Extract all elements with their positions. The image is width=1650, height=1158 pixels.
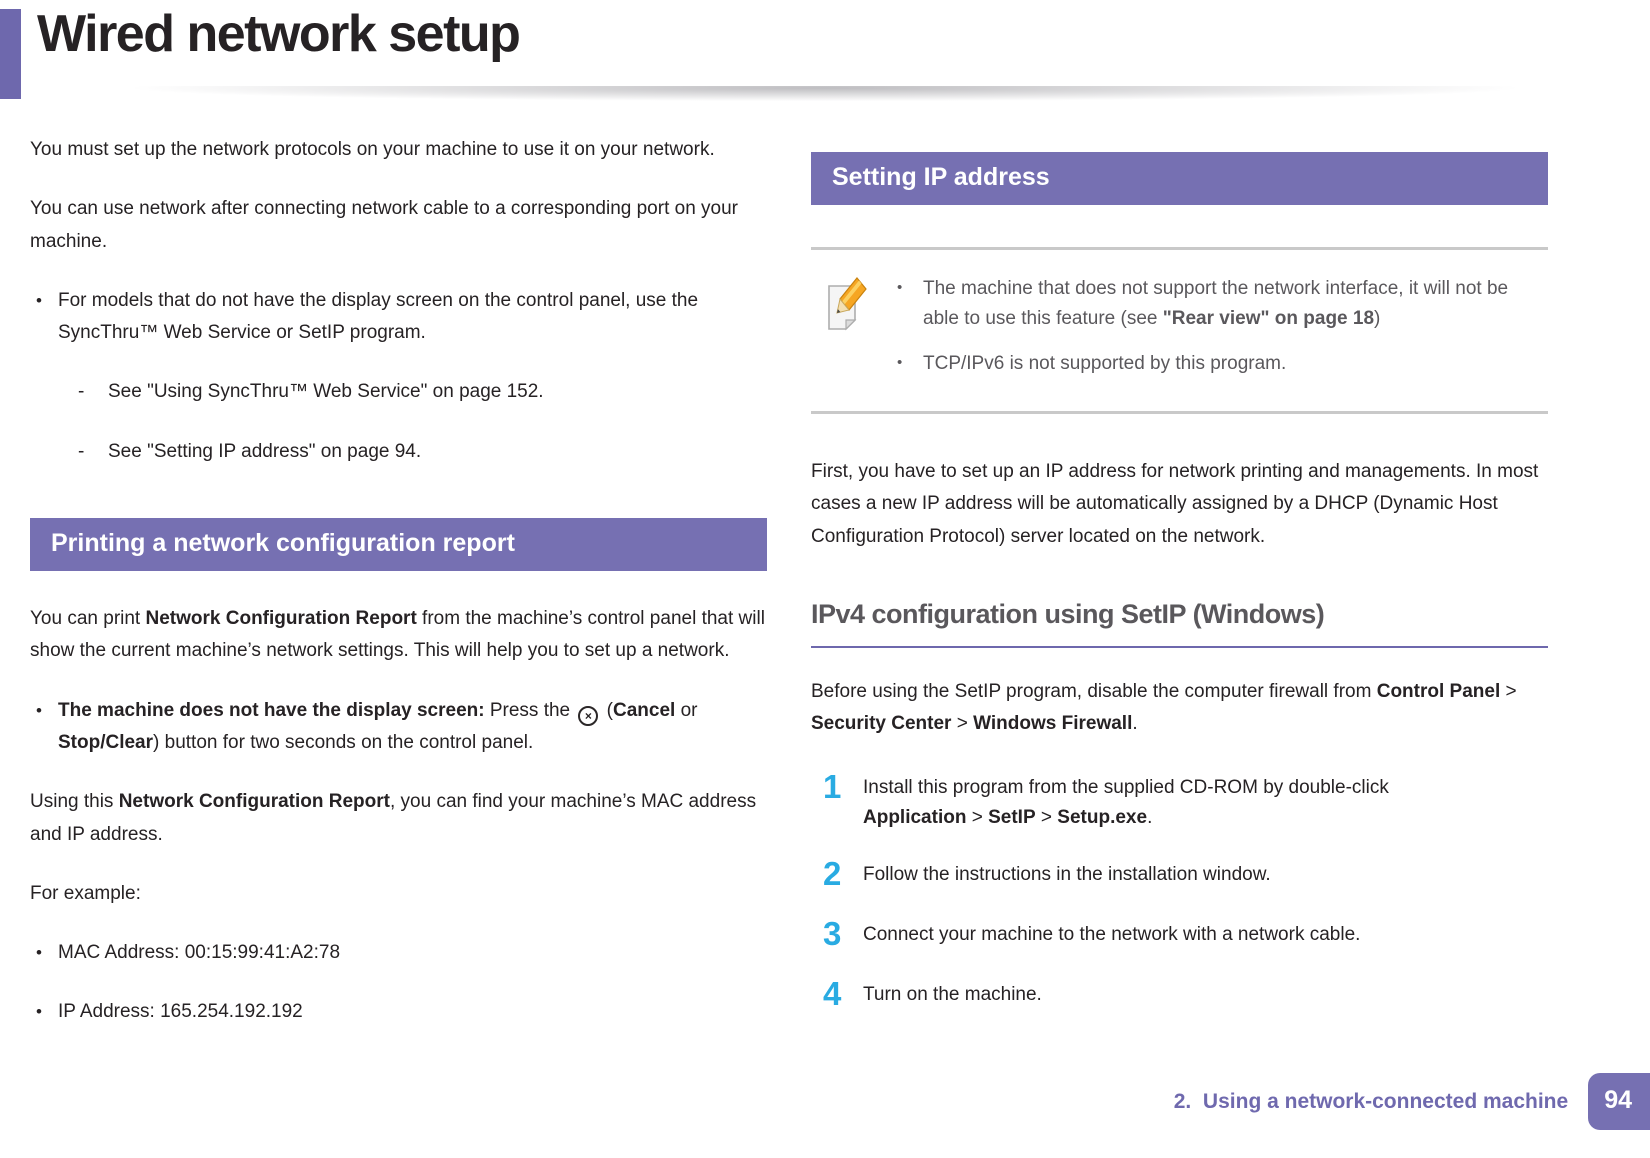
- paragraph-intro-1: You must set up the network protocols on…: [30, 139, 715, 160]
- bullet-item-mac: • MAC Address: 00:15:99:41:A2:78: [30, 937, 767, 969]
- cross-reference-syncthru[interactable]: - See "Using SyncThru™ Web Service" on p…: [30, 376, 767, 408]
- left-column: You must set up the network protocols on…: [30, 134, 767, 1056]
- bullet-item-models: • For models that do not have the displa…: [30, 285, 767, 350]
- two-column-content: You must set up the network protocols on…: [0, 118, 1650, 1056]
- paragraph-intro-2: You can use network after connecting net…: [30, 198, 739, 252]
- bullet-item-ip: • IP Address: 165.254.192.192: [30, 996, 767, 1028]
- manual-page: Wired network setup You must set up the …: [0, 0, 1650, 1130]
- cross-reference-link[interactable]: See "Setting IP address" on page 94.: [108, 440, 422, 462]
- title-accent-bar: [0, 9, 21, 99]
- header-shade-divider: [0, 86, 1650, 118]
- step-number: 3: [823, 915, 842, 953]
- note-item-1: • The machine that does not support the …: [893, 274, 1540, 335]
- page-title: Wired network setup: [37, 5, 521, 63]
- step-text: Turn on the machine.: [863, 984, 1042, 1006]
- bullet-item-no-display: • The machine does not have the display …: [30, 695, 767, 760]
- bullet-marker: •: [897, 279, 903, 296]
- section-header-setting-ip: Setting IP address: [811, 152, 1548, 205]
- paragraph-example: For example:: [30, 882, 141, 904]
- dash-marker: -: [78, 381, 85, 403]
- step-text: Follow the instructions in the installat…: [863, 864, 1271, 886]
- note-text: TCP/IPv6 is not supported by this progra…: [923, 352, 1287, 374]
- note-item-2: • TCP/IPv6 is not supported by this prog…: [893, 349, 1540, 379]
- right-column: Setting IP address • The machi: [811, 134, 1548, 1056]
- step-1: 1 Install this program from the supplied…: [811, 768, 1548, 834]
- note-pencil-icon: [823, 274, 879, 393]
- paragraph-ip-setup: First, you have to set up an IP address …: [811, 461, 1539, 547]
- bullet-marker: •: [897, 353, 903, 371]
- page-number-badge: 94: [1588, 1073, 1650, 1130]
- bullet-marker: •: [36, 943, 42, 963]
- subheading-ipv4-setip: IPv4 configuration using SetIP (Windows): [811, 599, 1548, 649]
- step-text: Install this program from the supplied C…: [863, 776, 1389, 829]
- step-2: 2 Follow the instructions in the install…: [811, 855, 1548, 893]
- step-number: 2: [823, 855, 842, 893]
- cross-reference-link[interactable]: See "Using SyncThru™ Web Service" on pag…: [108, 381, 544, 403]
- bullet-marker: •: [36, 700, 42, 720]
- paragraph-using-report: Using this Network Configuration Report,…: [30, 791, 757, 845]
- paragraph-report: You can print Network Configuration Repo…: [30, 608, 765, 662]
- note-text: The machine that does not support the ne…: [923, 278, 1509, 330]
- step-number: 1: [823, 767, 842, 805]
- note-body: • The machine that does not support the …: [893, 274, 1540, 393]
- step-3: 3 Connect your machine to the network wi…: [811, 915, 1548, 953]
- bullet-text: For models that do not have the display …: [58, 289, 699, 344]
- step-text: Connect your machine to the network with…: [863, 924, 1361, 946]
- bullet-text: The machine does not have the display sc…: [58, 699, 698, 753]
- bullet-marker: •: [36, 1002, 42, 1022]
- page-footer: 2. Using a network-connected machine 94: [1174, 1073, 1650, 1130]
- bullet-marker: •: [36, 290, 42, 310]
- dash-marker: -: [78, 440, 85, 462]
- step-number: 4: [823, 975, 842, 1013]
- cancel-button-icon: ×: [578, 705, 599, 726]
- paragraph-firewall: Before using the SetIP program, disable …: [811, 681, 1517, 735]
- page-header: Wired network setup: [0, 0, 1650, 118]
- cross-reference-setip[interactable]: - See "Setting IP address" on page 94.: [30, 436, 767, 468]
- footer-chapter-label: 2. Using a network-connected machine: [1173, 1089, 1569, 1113]
- bullet-text: IP Address: 165.254.192.192: [58, 1001, 303, 1023]
- bullet-text: MAC Address: 00:15:99:41:A2:78: [58, 942, 341, 964]
- step-4: 4 Turn on the machine.: [811, 975, 1548, 1013]
- note-box: • The machine that does not support the …: [811, 247, 1548, 415]
- section-header-printing-report: Printing a network configuration report: [30, 518, 767, 572]
